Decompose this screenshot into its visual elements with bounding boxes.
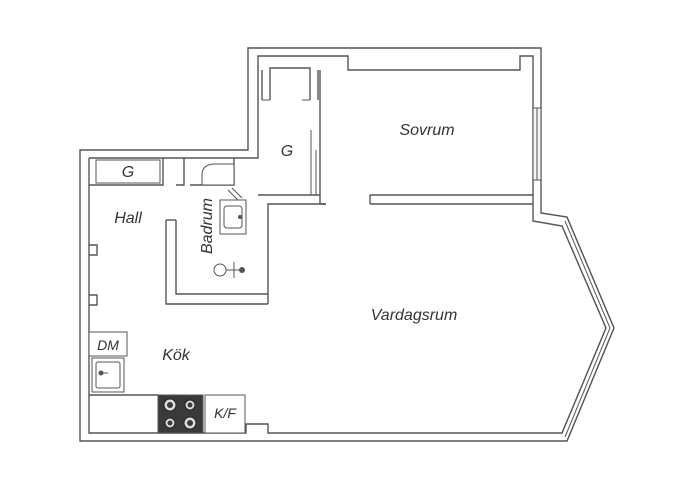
room-label-badrum: Badrum — [199, 198, 216, 254]
toilet-icon — [201, 163, 235, 186]
room-label-hall: Hall — [114, 210, 142, 227]
room-label-vardagsrum: Vardagsrum — [371, 307, 458, 324]
room-label-kok: Kök — [162, 347, 191, 364]
room-label-sovrum: Sovrum — [399, 122, 454, 139]
sovrum-window — [532, 107, 542, 181]
bathroom-fixtures — [201, 163, 247, 278]
room-label-garderob-sovrum: G — [281, 143, 293, 160]
bay-window — [561, 216, 615, 442]
interior-walls — [89, 67, 533, 396]
outer-wall-outline — [79, 47, 615, 442]
dishwasher-box — [88, 331, 128, 357]
label-fridge-freezer: K/F — [214, 405, 237, 421]
outer-walls — [79, 47, 615, 442]
stove-icon — [157, 394, 204, 434]
label-dishwasher: DM — [97, 337, 119, 353]
shower-icon — [213, 263, 227, 277]
kitchen-fixtures — [88, 331, 246, 434]
room-label-garderob-hall: G — [122, 164, 134, 181]
inner-wall-outline — [88, 55, 607, 434]
fridge-box — [204, 394, 246, 434]
